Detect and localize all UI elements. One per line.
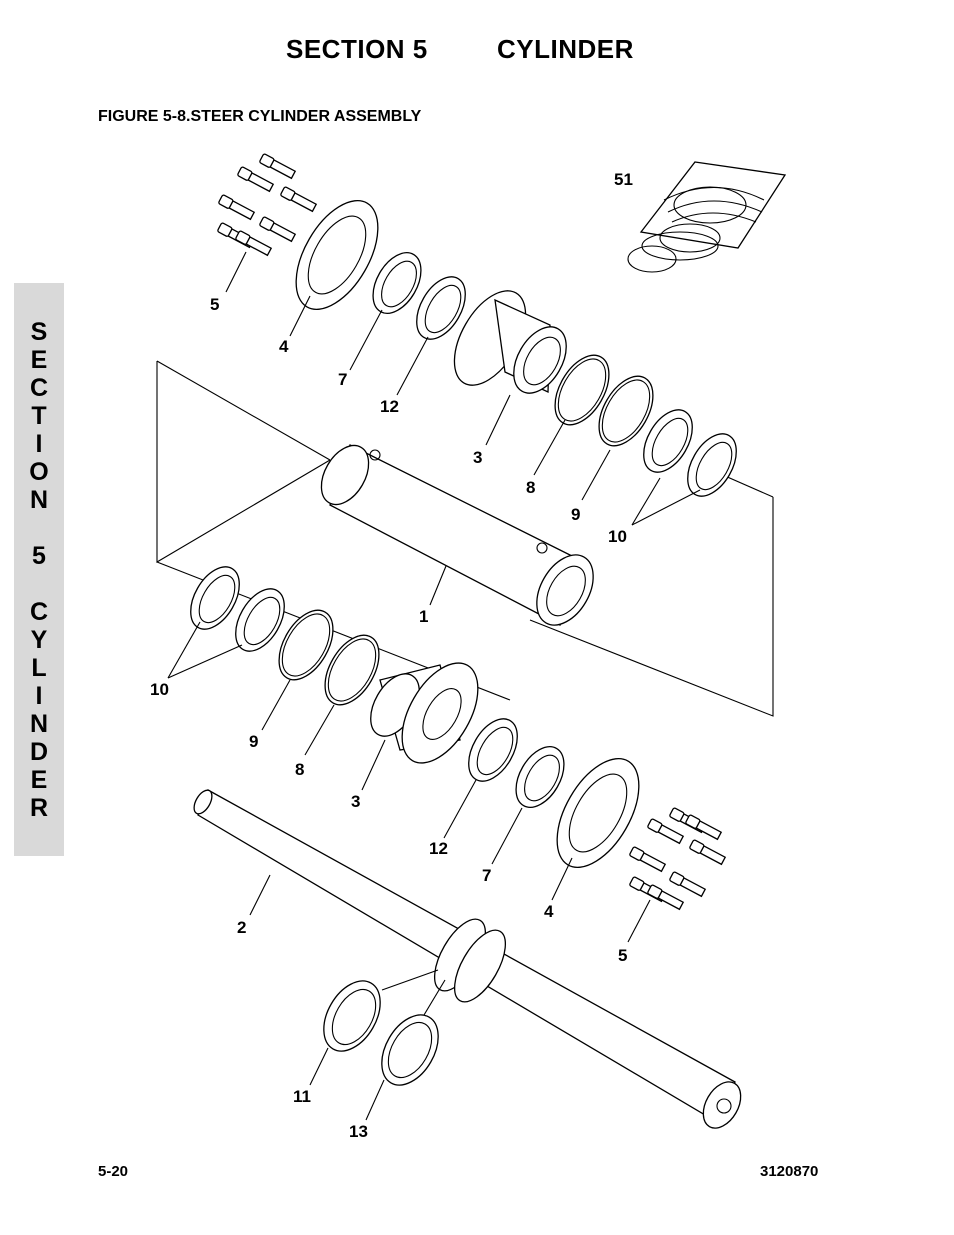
- callout-13: 13: [349, 1122, 368, 1141]
- piston-seal: [365, 1014, 439, 1121]
- backup-ring-lower: [261, 609, 334, 731]
- side-tab-letter: Y: [30, 626, 48, 654]
- callout-10-upper: 10: [608, 527, 627, 546]
- side-tab-letter: T: [31, 402, 47, 430]
- side-tab-letter: S: [30, 318, 48, 346]
- callout-4-upper: 4: [279, 337, 289, 356]
- document-number: 3120870: [760, 1163, 819, 1180]
- callout-11: 11: [293, 1087, 311, 1106]
- callout-3-upper: 3: [473, 448, 482, 467]
- callout-7-upper: 7: [338, 370, 347, 389]
- side-tab-letter: I: [35, 682, 43, 710]
- side-tab-letter: R: [29, 794, 49, 822]
- cylinder-head-lower: [361, 662, 479, 791]
- side-tab-letter: L: [31, 654, 47, 682]
- callout-7-lower: 7: [482, 866, 491, 885]
- section-title: CYLINDER: [497, 34, 634, 64]
- callout-51: 51: [614, 170, 633, 189]
- side-tab-letter: O: [29, 458, 49, 486]
- callout-5-lower: 5: [618, 946, 627, 965]
- wiper-upper: [349, 252, 422, 371]
- side-tab-letter: I: [35, 430, 43, 458]
- cap-screws-upper: [217, 153, 318, 293]
- callout-12-upper: 12: [380, 397, 399, 416]
- side-tab-letter: E: [30, 346, 48, 374]
- callout-8-lower: 8: [295, 760, 304, 779]
- backup-ring-upper: [581, 375, 654, 501]
- callout-3-lower: 3: [351, 792, 360, 811]
- callout-1: 1: [419, 607, 428, 626]
- cylinder-head-upper: [453, 290, 567, 446]
- cap-screws-lower: [627, 807, 727, 943]
- page-number: 5-20: [98, 1163, 129, 1180]
- section-side-tab: S E C T I O N 5 C Y L I N D E R: [14, 283, 64, 856]
- cylinder-barrel: [320, 444, 594, 626]
- wiper-lower: [491, 746, 565, 865]
- seal-kit-bag: [627, 161, 787, 273]
- side-tab-letter: 5: [32, 542, 46, 570]
- wear-rings-lower: [167, 566, 285, 679]
- callout-2: 2: [237, 918, 246, 937]
- o-ring-lower: [304, 634, 380, 756]
- side-tab-letter: N: [29, 710, 49, 738]
- flange-plate-lower: [551, 757, 640, 901]
- callout-10-lower: 10: [150, 680, 169, 699]
- piston-rod: [193, 789, 742, 1129]
- piston-wear-ring: [309, 980, 381, 1086]
- callout-8-upper: 8: [526, 478, 535, 497]
- flange-plate-upper: [289, 199, 379, 337]
- side-tab-letter: C: [29, 598, 49, 626]
- callout-4-lower: 4: [544, 902, 554, 921]
- o-ring-upper: [533, 354, 610, 476]
- callout-9-lower: 9: [249, 732, 258, 751]
- side-tab-letter: E: [30, 766, 48, 794]
- callout-12-lower: 12: [429, 839, 448, 858]
- side-tab-letter: N: [29, 486, 49, 514]
- side-tab-letter: C: [29, 374, 49, 402]
- rod-seal-lower: [443, 718, 518, 839]
- rod-seal-upper: [396, 276, 466, 396]
- wear-rings-upper: [631, 409, 737, 526]
- callout-9-upper: 9: [571, 505, 580, 524]
- figure-title: FIGURE 5-8.STEER CYLINDER ASSEMBLY: [98, 108, 422, 125]
- page-header: SECTION 5 CYLINDER: [0, 34, 954, 74]
- side-tab-letter: D: [29, 738, 49, 766]
- callout-5-upper: 5: [210, 295, 219, 314]
- section-label: SECTION 5: [286, 34, 428, 64]
